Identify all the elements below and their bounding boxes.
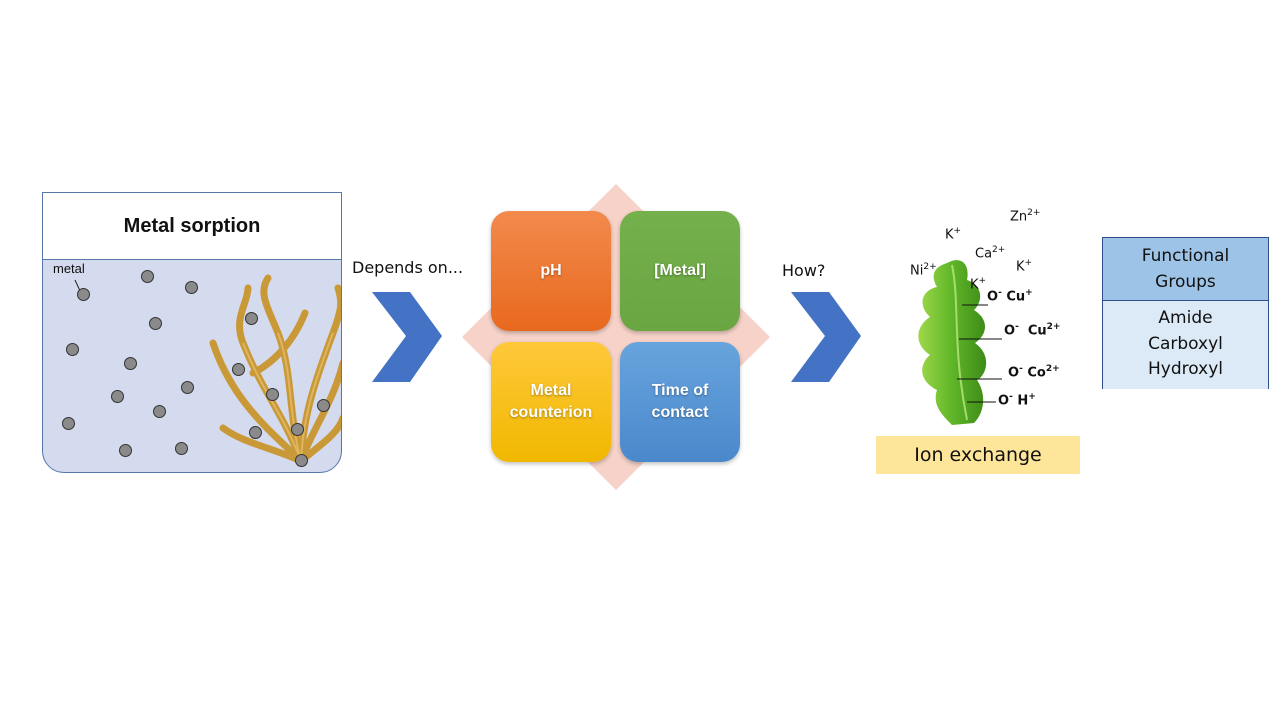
bound-ion-co: O- Co2+ [1008,364,1060,381]
factor-ph-label: pH [540,262,562,279]
factor-ph: pH [491,211,611,331]
factor-metal-counterion: Metal counterion [491,342,611,462]
metal-particle [119,444,132,457]
functional-groups-list: Amide Carboxyl Hydroxyl [1103,301,1268,389]
factor-time-label: Time of contact [651,382,709,421]
bound-ion-cu2: O- Cu2+ [1004,322,1061,339]
group-item-hydroxyl: Hydroxyl [1148,359,1223,379]
metal-particle [266,388,279,401]
how-label: How? [782,261,826,280]
metal-particle [153,405,166,418]
group-item-carboxyl: Carboxyl [1148,333,1223,354]
ion-exchange-label: Ion exchange [876,436,1080,474]
factor-metal-concentration: [Metal] [620,211,740,331]
group-item-amide: Amide [1158,308,1213,328]
metal-particle [124,357,137,370]
free-ion-k: K+ [945,226,962,243]
free-ion-ni: Ni2+ [910,262,937,279]
beaker-title: Metal sorption [43,193,341,260]
metal-sorption-beaker: Metal sorption metal [42,192,342,473]
metal-particle [185,281,198,294]
metal-particle [245,312,258,325]
free-ion-zn: Zn2+ [1010,208,1041,225]
green-seaweed-illustration [918,260,1002,425]
chevron-right-icon [372,292,442,382]
depends-on-label: Depends on... [352,258,464,277]
chevron-right-icon [791,292,861,382]
bound-ion-cu1: O- Cu+ [987,288,1033,305]
metal-particle [291,423,304,436]
metal-particle [77,288,90,301]
bound-ion-h: O- H+ [998,392,1036,409]
header-line2: Groups [1155,272,1216,292]
metal-particle [141,270,154,283]
metal-particle [295,454,308,467]
metal-particle [66,343,79,356]
factor-counterion-label: Metal counterion [509,382,593,421]
metal-particle [249,426,262,439]
metal-particle [181,381,194,394]
factor-metal-label: [Metal] [654,262,706,279]
free-ion-k: K+ [1016,258,1033,275]
factor-time-of-contact: Time of contact [620,342,740,462]
metal-particle [149,317,162,330]
metal-particle [62,417,75,430]
metal-particle [111,390,124,403]
free-ion-ca: Ca2+ [975,245,1006,262]
metal-label: metal [53,261,85,276]
free-ion-k: K+ [970,276,987,293]
header-line1: Functional [1141,246,1230,266]
metal-particle [232,363,245,376]
metal-particle [317,399,330,412]
metal-particle [175,442,188,455]
